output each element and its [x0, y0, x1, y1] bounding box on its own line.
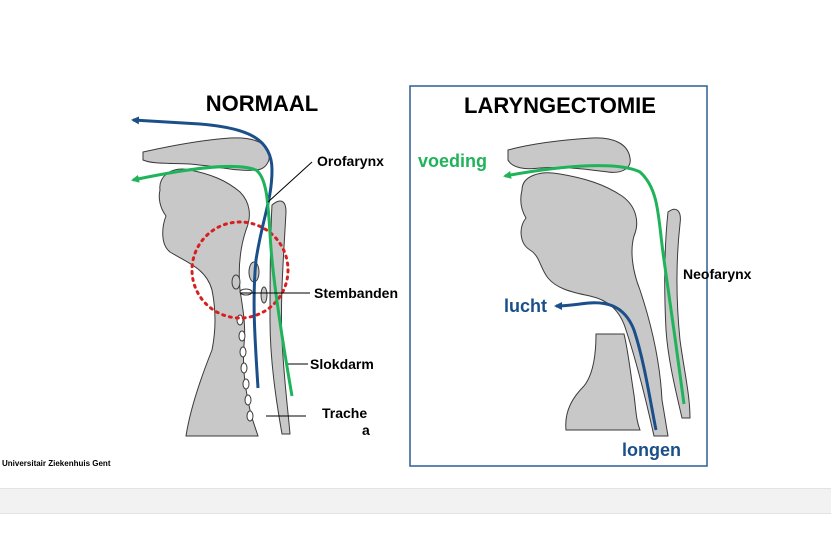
laryngectomy-palate: [507, 137, 631, 173]
orofarynx-leader: [267, 161, 313, 203]
label-slokdarm: Slokdarm: [310, 356, 374, 372]
label-trachea-2: a: [362, 422, 370, 438]
label-stembanden: Stembanden: [314, 285, 398, 301]
label-voeding: voeding: [418, 151, 487, 171]
footer-institution: Universitair Ziekenhuis Gent: [2, 459, 111, 468]
neopharynx-wall: [664, 208, 691, 419]
normal-food-path: [131, 164, 294, 397]
label-lucht: lucht: [504, 296, 547, 316]
label-neofarynx: Neofarynx: [683, 266, 752, 282]
bottom-bar: [0, 488, 831, 514]
label-orofarynx: Orofarynx: [317, 153, 384, 169]
normal-anatomy: [142, 137, 291, 437]
label-trachea-1: Trache: [322, 405, 367, 421]
laryngectomy-anatomy: [507, 137, 691, 437]
diagram-canvas: NORMAAL Orofarynx Stembanden Slok: [2, 85, 752, 468]
label-longen: longen: [622, 440, 681, 460]
laryngectomy-head: [520, 172, 669, 437]
slide: NORMAAL Orofarynx Stembanden Slok: [2, 85, 752, 468]
normal-head-neck: [158, 168, 259, 437]
laryngectomy-air-path: [554, 301, 658, 431]
laryngectomie-title: LARYNGECTOMIE: [464, 93, 656, 118]
laryngectomie-frame: [409, 85, 708, 467]
normal-palate: [142, 137, 270, 171]
normaal-title: NORMAAL: [206, 91, 318, 116]
normal-air-path: [131, 116, 274, 389]
laryngectomy-food-path: [503, 164, 686, 405]
larynx-region-circle: [190, 220, 290, 320]
laryngectomy-trachea-block: [565, 333, 641, 431]
